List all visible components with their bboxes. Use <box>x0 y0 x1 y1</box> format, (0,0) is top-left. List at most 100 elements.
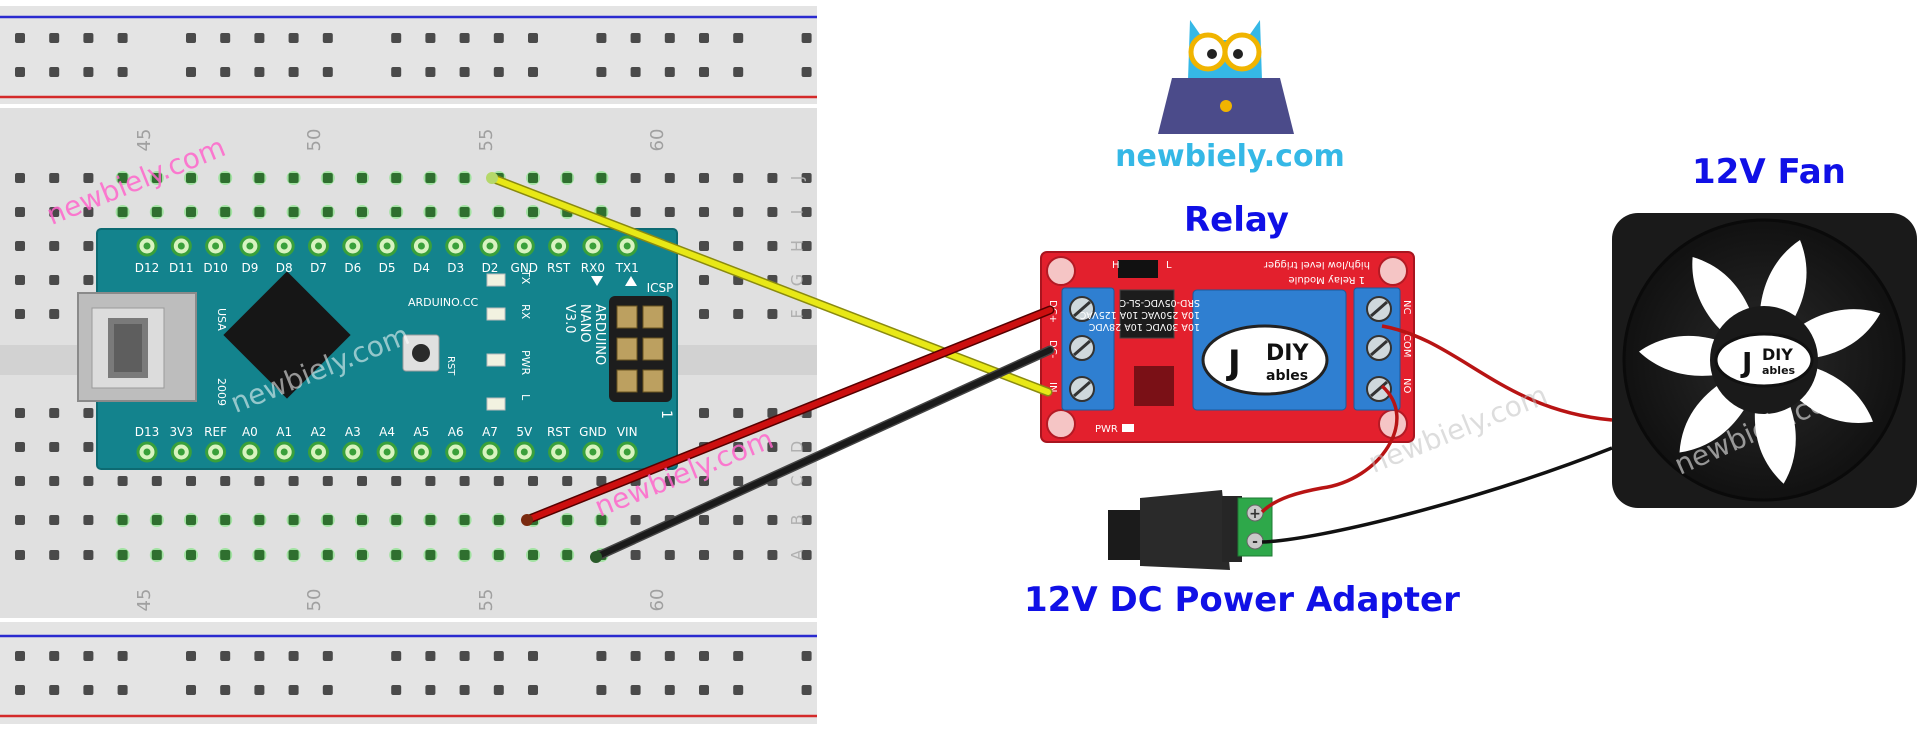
breadboard-hole <box>528 476 538 486</box>
led-label: RX <box>519 304 532 320</box>
breadboard-hole <box>391 685 402 695</box>
breadboard-hole <box>493 515 504 525</box>
row-letter: F <box>788 309 807 318</box>
arduino-pin-label: D13 <box>135 425 160 439</box>
breadboard-hole <box>49 476 60 486</box>
breadboard-hole <box>220 33 231 43</box>
breadboard-hole <box>493 651 504 661</box>
breadboard-hole <box>664 685 675 695</box>
breadboard-hole <box>15 241 25 251</box>
status-leds <box>486 273 506 411</box>
column-number: 50 <box>304 589 325 612</box>
breadboard-hole <box>220 67 231 77</box>
status-led <box>486 273 506 287</box>
breadboard-hole <box>391 33 402 43</box>
arduino-pin-label: A0 <box>242 425 258 439</box>
arduino-pin-label: D8 <box>276 261 293 275</box>
breadboard-hole <box>562 550 573 560</box>
usa-label: USA <box>215 308 228 331</box>
arduino-pin-label: A1 <box>276 425 292 439</box>
relay-coil-text: 10A 30VDC 10A 28VDC <box>1088 321 1200 332</box>
breadboard-hole <box>254 550 265 560</box>
breadboard-hole <box>596 33 607 43</box>
breadboard-hole <box>322 173 333 183</box>
relay-output-pin-label: NC <box>1401 300 1412 314</box>
breadboard-hole <box>117 550 128 560</box>
owl-icon <box>1188 20 1262 80</box>
logo-site-text: newbiely.com <box>1115 139 1345 174</box>
mount-hole <box>1046 409 1076 439</box>
breadboard-hole <box>220 515 231 525</box>
arduino-pin-label: D2 <box>482 261 499 275</box>
relay-title: Relay <box>1184 200 1289 240</box>
breadboard-hole <box>425 67 436 77</box>
breadboard-hole <box>288 515 299 525</box>
breadboard-hole <box>596 173 607 183</box>
usb-connector <box>77 292 197 402</box>
column-number: 45 <box>134 129 155 152</box>
breadboard-hole <box>83 67 94 77</box>
mount-hole <box>1046 256 1076 286</box>
breadboard-hole <box>254 685 265 695</box>
relay-coil-text: 10A 250VAC 10A 125VAC <box>1079 309 1200 320</box>
column-number: 55 <box>476 129 497 152</box>
breadboard-hole <box>186 651 196 661</box>
breadboard-hole <box>15 33 25 43</box>
breadboard-hole <box>459 173 470 183</box>
arduino-pin-label: RST <box>547 261 571 275</box>
breadboard-hole <box>630 515 641 525</box>
breadboard-hole <box>767 515 778 525</box>
breadboard-hole <box>186 33 196 43</box>
breadboard-hole <box>493 33 504 43</box>
breadboard-hole <box>220 173 231 183</box>
breadboard-hole <box>357 515 367 525</box>
breadboard-hole <box>322 207 333 217</box>
icsp-label: ICSP <box>647 281 674 295</box>
breadboard-hole <box>425 207 436 217</box>
breadboard-hole <box>664 33 675 43</box>
breadboard-hole <box>699 550 709 560</box>
breadboard-hole <box>801 173 812 183</box>
arduino-pin-label: 5V <box>516 425 533 439</box>
breadboard-hole <box>322 651 333 661</box>
arduino-pin-label: D3 <box>447 261 464 275</box>
breadboard-hole <box>254 33 265 43</box>
breadboard-hole <box>49 550 60 560</box>
breadboard-hole <box>15 408 25 418</box>
breadboard-hole <box>733 550 744 560</box>
breadboard-hole <box>699 275 709 285</box>
status-led <box>486 353 506 367</box>
row-letter: J <box>788 176 807 182</box>
breadboard-hole <box>49 515 60 525</box>
relay-module-text: high/low level trigger <box>1263 259 1370 270</box>
svg-text:J: J <box>1226 343 1241 383</box>
no-to-adapter-wire <box>1260 384 1399 514</box>
arduino-pin-label: GND <box>511 261 539 275</box>
breadboard-hole <box>15 173 25 183</box>
arduino-pin-label: D6 <box>344 261 361 275</box>
breadboard-hole <box>288 550 299 560</box>
breadboard-hole <box>459 685 470 695</box>
breadboard-hole <box>322 67 333 77</box>
jumper-label: H <box>1112 260 1120 271</box>
relay-coil: J <box>1192 289 1347 411</box>
breadboard-hole <box>562 515 573 525</box>
breadboard-hole <box>15 275 25 285</box>
breadboard-hole <box>391 476 402 486</box>
status-led <box>486 307 506 321</box>
breadboard-hole <box>801 309 812 319</box>
breadboard-hole <box>630 550 641 560</box>
breadboard-hole <box>596 651 607 661</box>
breadboard-hole <box>699 476 709 486</box>
arduino-pin-label: A4 <box>379 425 395 439</box>
breadboard-hole <box>596 515 607 525</box>
breadboard-hole <box>733 408 744 418</box>
breadboard-hole <box>596 476 607 486</box>
breadboard-hole <box>117 33 128 43</box>
breadboard-hole <box>49 67 60 77</box>
breadboard-hole <box>49 33 60 43</box>
column-number: 60 <box>647 589 668 612</box>
breadboard-hole <box>801 651 812 661</box>
